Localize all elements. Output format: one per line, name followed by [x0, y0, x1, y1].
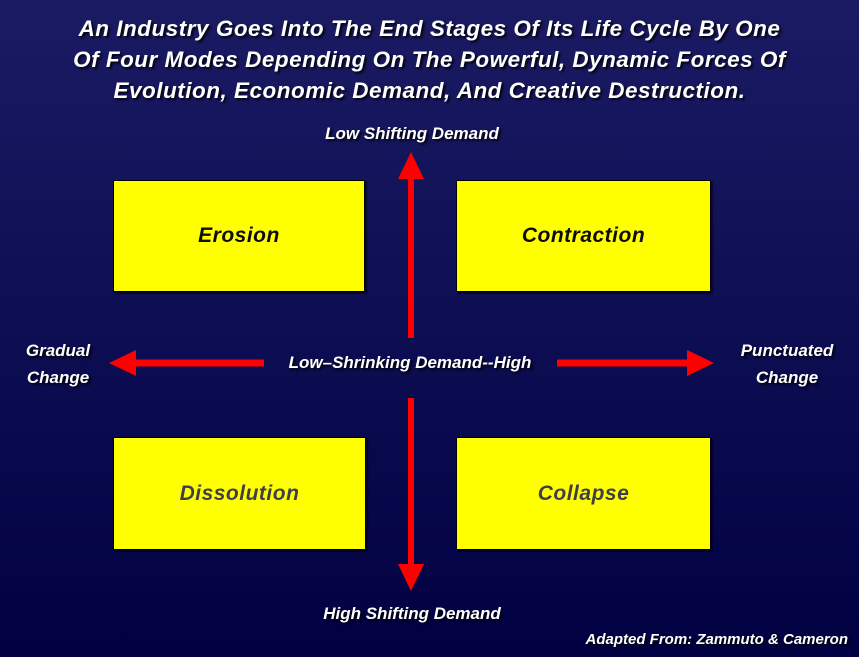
credit-line: Adapted From: Zammuto & Cameron: [585, 631, 848, 648]
axis-label-gradual: Gradual: [25, 341, 91, 360]
down-arrow-icon: [398, 398, 424, 591]
left-arrow-icon: [109, 350, 264, 376]
quadrant-label-dissolution: Dissolution: [179, 481, 300, 505]
quadrant-box-collapse: Collapse: [456, 437, 711, 550]
right-arrow-icon: [557, 350, 714, 376]
quadrant-label-erosion: Erosion: [198, 224, 280, 247]
axis-label-punctuated: Punctuated: [740, 341, 834, 360]
slide-title: An Industry Goes Into The End Stages Of …: [0, 13, 859, 106]
quadrant-box-erosion: Erosion: [113, 180, 365, 292]
slide-title-line-3: Evolution, Economic Demand, And Creative…: [113, 78, 746, 103]
quadrant-label-collapse: Collapse: [537, 481, 630, 505]
quadrant-label-contraction: Contraction: [521, 224, 646, 247]
quadrant-box-dissolution: Dissolution: [113, 437, 366, 550]
axis-label-shrinking-demand: Low–Shrinking Demand--High: [288, 353, 532, 372]
quadrant-box-contraction: Contraction: [456, 180, 711, 292]
slide-title-line-2: Of Four Modes Depending On The Powerful,…: [73, 47, 786, 72]
up-arrow-icon: [398, 152, 424, 338]
axis-label-punctuated-change-line2: Change: [755, 368, 819, 387]
axis-label-gradual-change: Gradual Change: [26, 337, 90, 391]
axis-label-high-shifting-demand: High Shifting Demand: [323, 604, 501, 623]
axis-label-punctuated-change: Punctuated Change: [741, 337, 834, 391]
axis-label-gradual-change-line2: Change: [26, 368, 90, 387]
slide-title-line-1: An Industry Goes Into The End Stages Of …: [78, 16, 781, 41]
axis-label-low-shifting-demand: Low Shifting Demand: [325, 124, 499, 143]
